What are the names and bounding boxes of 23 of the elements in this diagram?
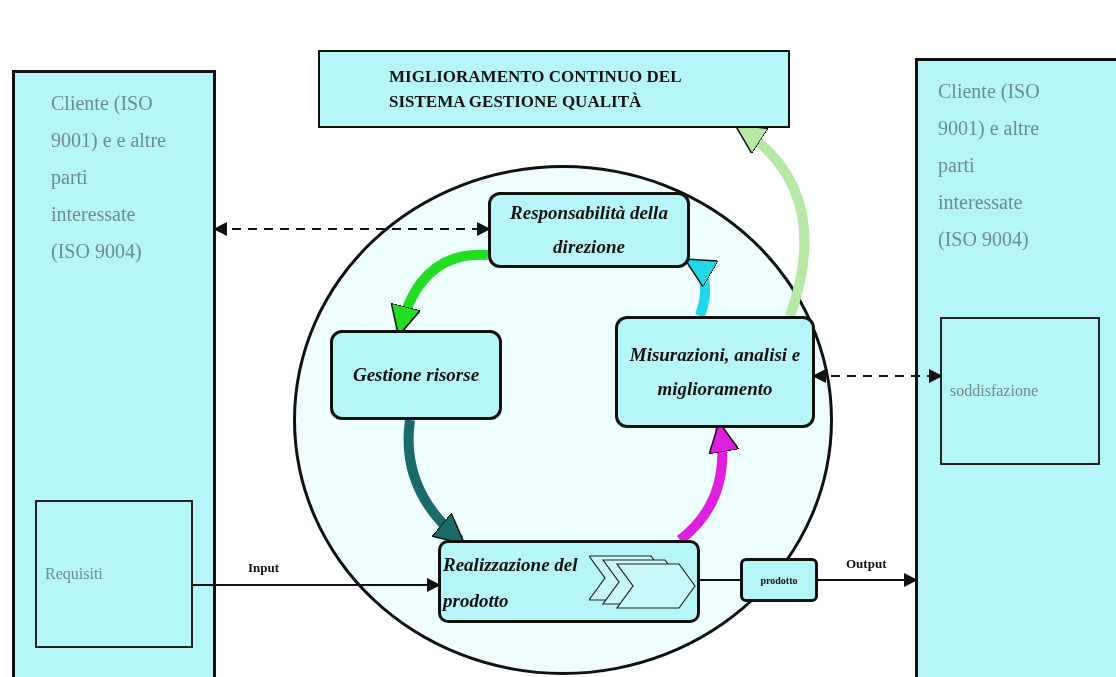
arrow <box>192 578 441 592</box>
text-box <box>35 500 193 648</box>
node-text: prodotto <box>760 574 798 586</box>
stakeholder-panel <box>12 70 216 677</box>
node-text: Responsabilità della direzione <box>509 200 669 259</box>
stakeholder-panel <box>915 58 1116 677</box>
node-text: Requisiti <box>44 565 103 583</box>
heading-box <box>318 50 790 128</box>
node-text: soddisfazione <box>949 382 1038 400</box>
arrow <box>817 573 918 587</box>
process-box <box>488 192 690 268</box>
arrow <box>812 369 943 383</box>
node-text: Misurazioni, analisi e miglioramento <box>628 342 802 401</box>
process-box <box>330 330 502 420</box>
node-text: MIGLIORAMENTO CONTINUO DEL SISTEMA GESTIONE QUALITÀ <box>389 65 682 113</box>
node-text: Cliente (ISO 9001) e altre parti interessate (ISO 9004) <box>938 79 1041 253</box>
node-text: Cliente (ISO 9001) e e altre parti interessate (ISO 9004) <box>51 91 167 265</box>
node-text: Gestione risorse <box>351 362 481 387</box>
process-box <box>438 540 700 623</box>
process-box <box>615 316 815 428</box>
arrow <box>213 222 491 236</box>
text-box <box>940 317 1100 465</box>
node-text: Realizzazione del prodotto <box>443 553 579 614</box>
